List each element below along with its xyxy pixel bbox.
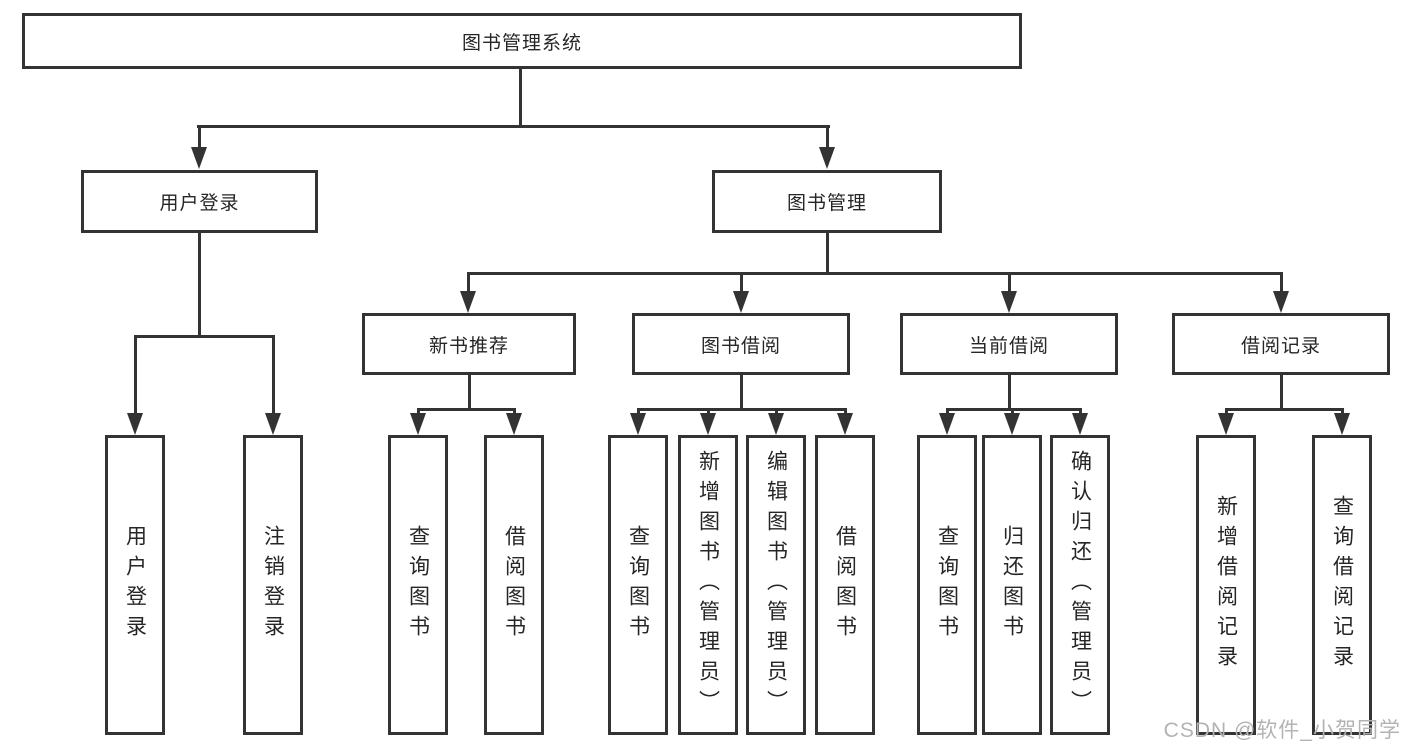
leaf-newbooks-query: 查询图书 <box>388 435 448 735</box>
leaf-current-return: 归还图书 <box>982 435 1042 735</box>
leaf-user-login: 用户登录 <box>105 435 165 735</box>
connector-section-stub <box>1008 375 1011 408</box>
connector-drop-user-login <box>198 125 201 150</box>
connector-section-stub <box>1280 375 1283 408</box>
arrow-down-icon <box>191 147 207 169</box>
connector-drop-leaf <box>1079 408 1082 416</box>
leaf-current-return-label: 归还图书 <box>1000 525 1024 645</box>
node-book-management: 图书管理 <box>712 170 942 233</box>
arrow-down-icon <box>630 413 646 435</box>
node-book-borrow: 图书借阅 <box>632 313 850 375</box>
connector-drop-leaf <box>844 408 847 416</box>
connector-drop-leaf <box>272 335 275 415</box>
connector-drop-leaf <box>1341 408 1344 416</box>
connector-level3-rail <box>468 272 1282 275</box>
connector-user-login-rail <box>135 335 275 338</box>
connector-leaf-rail <box>638 408 845 411</box>
leaf-borrow-edit-admin: 编辑图书（管理员） <box>746 435 806 735</box>
leaf-user-login-label: 用户登录 <box>123 525 147 645</box>
connector-drop-leaf <box>707 408 710 416</box>
arrow-down-icon <box>1218 413 1234 435</box>
node-current-borrow-label: 当前借阅 <box>968 335 1049 357</box>
arrow-down-icon <box>265 413 281 435</box>
connector-drop-leaf <box>1225 408 1228 416</box>
connector-root-stub <box>519 69 522 125</box>
connector-level2-rail <box>197 125 830 128</box>
node-borrow-records-label: 借阅记录 <box>1240 335 1321 357</box>
leaf-records-add: 新增借阅记录 <box>1196 435 1256 735</box>
connector-drop-section <box>1280 272 1283 292</box>
leaf-records-query: 查询借阅记录 <box>1312 435 1372 735</box>
leaf-borrow-query-label: 查询图书 <box>626 525 650 645</box>
connector-drop-book-mgmt <box>826 125 829 150</box>
node-book-borrow-label: 图书借阅 <box>700 335 781 357</box>
leaf-current-query-label: 查询图书 <box>935 525 959 645</box>
connector-drop-section <box>1008 272 1011 292</box>
connector-drop-section <box>740 272 743 292</box>
leaf-records-add-label: 新增借阅记录 <box>1214 495 1238 675</box>
arrow-down-icon <box>506 413 522 435</box>
leaf-borrow-query: 查询图书 <box>608 435 668 735</box>
connector-book-mgmt-stub <box>826 233 829 272</box>
leaf-logout: 注销登录 <box>243 435 303 735</box>
leaf-borrow-borrow-label: 借阅图书 <box>833 525 857 645</box>
leaf-logout-label: 注销登录 <box>261 525 285 645</box>
arrow-down-icon <box>1004 413 1020 435</box>
arrow-down-icon <box>819 147 835 169</box>
leaf-borrow-add-admin-label: 新增图书（管理员） <box>696 450 720 720</box>
arrow-down-icon <box>1273 291 1289 313</box>
node-user-login-label: 用户登录 <box>159 193 240 214</box>
leaf-borrow-borrow: 借阅图书 <box>815 435 875 735</box>
arrow-down-icon <box>837 413 853 435</box>
arrow-down-icon <box>460 291 476 313</box>
connector-drop-leaf <box>1011 408 1014 416</box>
node-new-book-recommend-label: 新书推荐 <box>428 335 509 357</box>
connector-drop-leaf <box>946 408 949 416</box>
leaf-current-confirm-admin: 确认归还（管理员） <box>1050 435 1110 735</box>
connector-drop-section <box>467 272 470 292</box>
connector-drop-leaf <box>775 408 778 416</box>
connector-section-stub <box>740 375 743 408</box>
connector-drop-leaf <box>637 408 640 416</box>
arrow-down-icon <box>1001 291 1017 313</box>
connector-drop-leaf <box>417 408 420 416</box>
arrow-down-icon <box>768 413 784 435</box>
node-user-login: 用户登录 <box>81 170 318 233</box>
arrow-down-icon <box>1072 413 1088 435</box>
leaf-newbooks-borrow-label: 借阅图书 <box>502 525 526 645</box>
node-root: 图书管理系统 <box>22 13 1022 69</box>
connector-section-stub <box>468 375 471 408</box>
connector-user-login-stub <box>198 233 201 335</box>
leaf-current-query: 查询图书 <box>917 435 977 735</box>
connector-drop-leaf <box>513 408 516 416</box>
arrow-down-icon <box>939 413 955 435</box>
arrow-down-icon <box>127 413 143 435</box>
node-current-borrow: 当前借阅 <box>900 313 1118 375</box>
csdn-watermark: CSDN @软件_小贺同学 <box>1163 719 1401 742</box>
arrow-down-icon <box>733 291 749 313</box>
node-new-book-recommend: 新书推荐 <box>362 313 576 375</box>
connector-leaf-rail <box>1226 408 1342 411</box>
node-borrow-records: 借阅记录 <box>1172 313 1390 375</box>
connector-drop-leaf <box>134 335 137 415</box>
connector-leaf-rail <box>418 408 514 411</box>
leaf-records-query-label: 查询借阅记录 <box>1330 495 1354 675</box>
leaf-current-confirm-admin-label: 确认归还（管理员） <box>1068 450 1092 720</box>
node-root-label: 图书管理系统 <box>461 32 582 54</box>
arrow-down-icon <box>410 413 426 435</box>
leaf-newbooks-query-label: 查询图书 <box>406 525 430 645</box>
leaf-newbooks-borrow: 借阅图书 <box>484 435 544 735</box>
node-book-management-label: 图书管理 <box>786 193 867 214</box>
arrow-down-icon <box>700 413 716 435</box>
leaf-borrow-add-admin: 新增图书（管理员） <box>678 435 738 735</box>
arrow-down-icon <box>1334 413 1350 435</box>
leaf-borrow-edit-admin-label: 编辑图书（管理员） <box>764 450 788 720</box>
